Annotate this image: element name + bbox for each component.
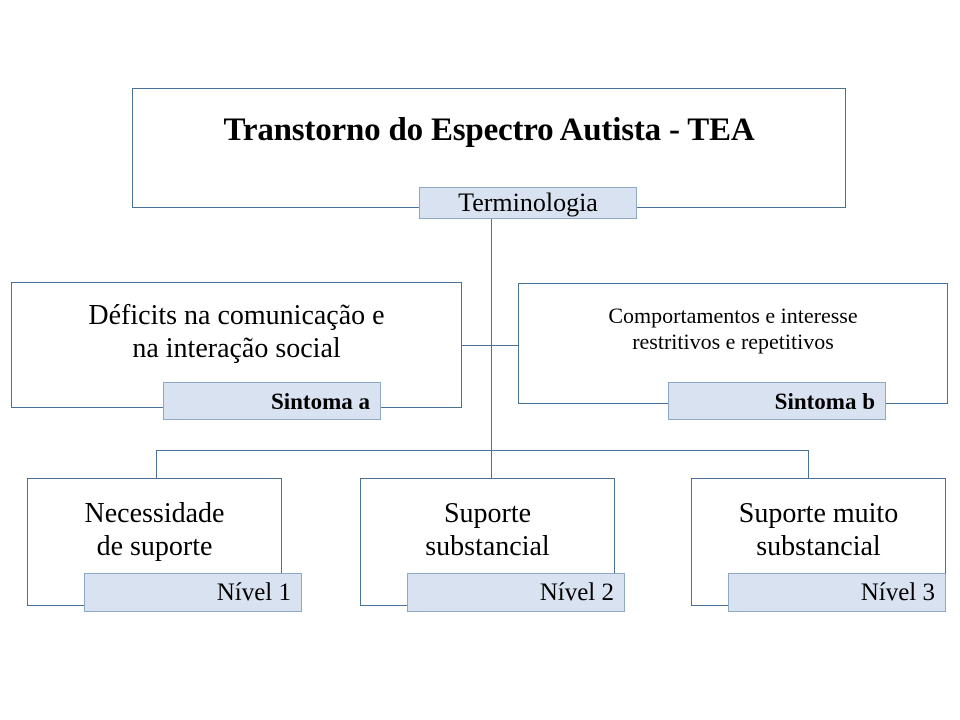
node-level-1[interactable]: Necessidade de suporte <box>27 478 282 606</box>
page-title: Transtorno do Espectro Autista - TEA <box>223 112 755 148</box>
node-symptom-a-label: Déficits na comunicação e na interação s… <box>88 300 385 365</box>
connector-drop-level-2 <box>491 450 492 478</box>
tag-nivel-1[interactable]: Nível 1 <box>84 573 302 612</box>
node-level-2[interactable]: Suporte substancial <box>360 478 615 606</box>
connector-levels-bar <box>156 450 809 451</box>
connector-root-trunk <box>491 218 492 450</box>
tag-nivel-2[interactable]: Nível 2 <box>407 573 625 612</box>
tag-sintoma-a[interactable]: Sintoma a <box>163 382 381 420</box>
node-level-3-label: Suporte muito substancial <box>738 498 899 563</box>
tag-sintoma-b[interactable]: Sintoma b <box>668 382 886 420</box>
node-level-1-label: Necessidade de suporte <box>84 498 225 563</box>
connector-symptom-crossbar <box>461 345 519 346</box>
connector-drop-level-1 <box>156 450 157 478</box>
connector-drop-level-3 <box>808 450 809 478</box>
tag-nivel-3[interactable]: Nível 3 <box>728 573 946 612</box>
tag-terminologia[interactable]: Terminologia <box>419 187 637 219</box>
node-symptom-b-label: Comportamentos e interesse restritivos e… <box>608 303 858 355</box>
node-root-disorder[interactable]: Transtorno do Espectro Autista - TEA <box>132 88 846 208</box>
node-symptom-b[interactable]: Comportamentos e interesse restritivos e… <box>518 283 948 404</box>
node-level-2-label: Suporte substancial <box>425 498 550 563</box>
